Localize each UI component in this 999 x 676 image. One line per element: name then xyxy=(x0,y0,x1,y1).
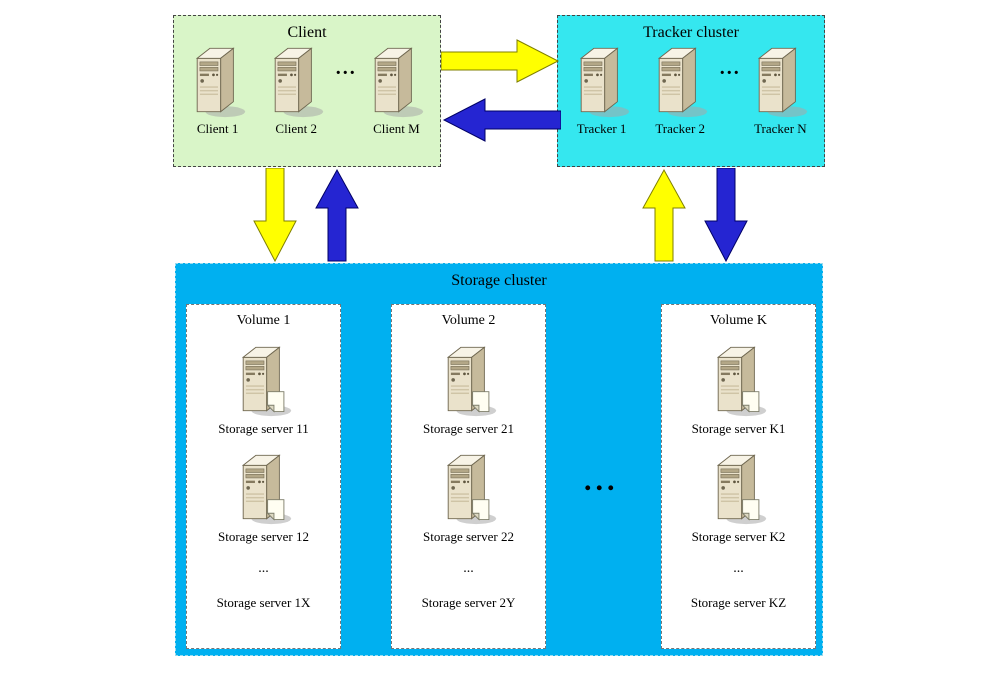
volume-title: Volume 2 xyxy=(441,313,496,328)
volume-2-box: Volume 2 Storage server 21 Storage serve… xyxy=(391,304,546,649)
storage-server-icon xyxy=(447,346,497,417)
storage-server-label: Storage server K2 xyxy=(691,529,786,544)
tracker-cluster-title: Tracker cluster xyxy=(643,24,739,41)
tracker-ellipsis: ... xyxy=(719,57,741,79)
server-icon xyxy=(375,47,424,118)
server-icon xyxy=(759,47,808,118)
storage-server-label: Storage server 1X xyxy=(216,595,311,610)
storage-server-icon xyxy=(242,346,292,417)
storage-server-icon xyxy=(717,454,767,525)
storage-server-label: Storage server K1 xyxy=(691,421,786,436)
storage-server-icon xyxy=(242,454,292,525)
client-node-2: Client 2 xyxy=(257,42,335,137)
server-icon xyxy=(580,47,630,118)
volume-ellipsis: ... xyxy=(733,561,744,576)
volume-ellipsis: ... xyxy=(463,561,474,576)
tracker-node-1: Tracker 1 xyxy=(563,42,641,137)
volume-1-box: Volume 1 Storage server 11 Storage serve… xyxy=(186,304,341,649)
storage-server-label: Storage server 22 xyxy=(423,529,514,544)
server-icon xyxy=(274,47,324,118)
arrow-storage-to-client xyxy=(315,168,359,262)
volume-title: Volume 1 xyxy=(236,313,291,328)
client-node-1: Client 1 xyxy=(179,42,257,137)
volume-ellipsis: ... xyxy=(258,561,269,576)
storage-server-icon xyxy=(717,346,767,417)
storage-server-icon xyxy=(447,454,497,525)
storage-server-label: Storage server 21 xyxy=(423,421,514,436)
volume-title: Volume K xyxy=(710,313,767,328)
client-node-m: Client M xyxy=(357,42,435,137)
client-node-label: Client 2 xyxy=(275,121,317,136)
volume-k-box: Volume K Storage server K1 Storage serve… xyxy=(661,304,816,649)
tracker-node-label: Tracker 1 xyxy=(576,121,627,136)
storage-server-label: Storage server 12 xyxy=(218,529,309,544)
client-node-label: Client M xyxy=(373,121,420,136)
storage-cluster-box: Storage cluster Volume 1 Storage server … xyxy=(175,263,823,656)
storage-cluster-title: Storage cluster xyxy=(451,272,547,289)
storage-server-label: Storage server KZ xyxy=(690,595,787,610)
client-cluster-box: Client Client 1 Client 2 ... Client M xyxy=(173,15,441,167)
storage-server-label: Storage server 11 xyxy=(218,421,309,436)
arrow-storage-to-tracker xyxy=(642,168,686,262)
storage-server-label: Storage server 2Y xyxy=(421,595,516,610)
client-node-label: Client 1 xyxy=(196,121,239,136)
tracker-cluster-box: Tracker cluster Tracker 1 Tracker 2 ... … xyxy=(557,15,825,167)
tracker-node-label: Tracker N xyxy=(754,121,807,136)
server-icon xyxy=(658,47,708,118)
client-cluster-title: Client xyxy=(287,24,327,41)
server-icon xyxy=(196,47,246,118)
client-row: Client 1 Client 2 ... Client M xyxy=(174,42,440,137)
arrow-tracker-to-client xyxy=(442,98,561,142)
arrow-client-to-tracker xyxy=(441,39,560,83)
tracker-row: Tracker 1 Tracker 2 ... Tracker N xyxy=(558,42,824,137)
tracker-node-label: Tracker 2 xyxy=(655,121,706,136)
arrow-tracker-to-storage xyxy=(704,168,748,263)
client-ellipsis: ... xyxy=(335,57,357,79)
arrow-client-to-storage xyxy=(253,168,297,263)
tracker-node-n: Tracker N xyxy=(741,42,819,137)
storage-ellipsis: ... xyxy=(584,464,619,497)
tracker-node-2: Tracker 2 xyxy=(641,42,719,137)
